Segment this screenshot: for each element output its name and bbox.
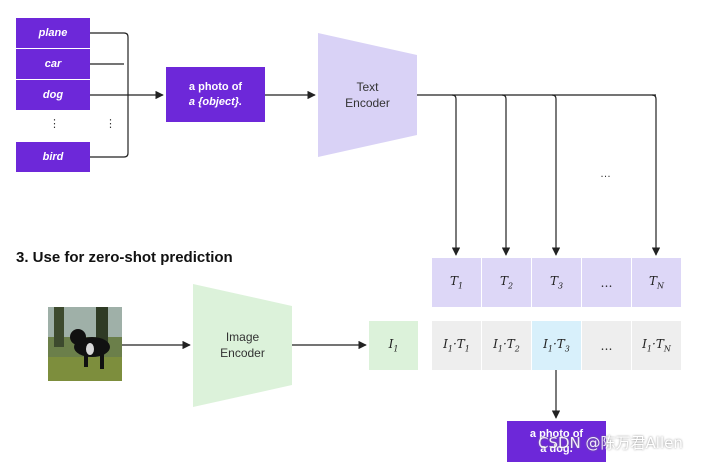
result-line1: a photo of bbox=[529, 427, 584, 440]
prompt-line2: a {object}. bbox=[188, 95, 243, 108]
embedding-I1: I1 bbox=[369, 321, 418, 370]
image-encoder-line1: Image bbox=[225, 330, 260, 344]
text-encoder-line2: Encoder bbox=[345, 96, 390, 110]
similarity-I1TN: I1·TN bbox=[632, 321, 681, 370]
label-ellipsis-right: ⋮ bbox=[105, 118, 116, 130]
embedding-T2: T2 bbox=[482, 258, 531, 307]
image-encoder-shape bbox=[193, 284, 292, 407]
embedding-ellipsis: … bbox=[582, 258, 631, 307]
embedding-T3: T3 bbox=[532, 258, 581, 307]
label-plane: plane bbox=[16, 18, 90, 48]
arrow-to-T1 bbox=[451, 94, 461, 256]
section-heading: 3. Use for zero-shot prediction bbox=[16, 249, 233, 266]
arrow-to-T3 bbox=[551, 94, 561, 256]
image-encoder-label: Image Encoder bbox=[193, 320, 292, 370]
label-ellipsis: ⋮ bbox=[49, 118, 60, 130]
arrow-to-T2 bbox=[501, 94, 511, 256]
text-encoder-shape bbox=[318, 33, 417, 157]
embedding-T1: T1 bbox=[432, 258, 481, 307]
image-encoder-line2: Encoder bbox=[220, 346, 265, 360]
arrow-to-TN bbox=[651, 94, 661, 256]
result-line2: a dog. bbox=[540, 442, 573, 455]
watermark: CSDN @陈万君Allen bbox=[538, 434, 683, 452]
similarity-I1T2: I1·T2 bbox=[482, 321, 531, 370]
text-encoder-label: Text Encoder bbox=[318, 70, 417, 120]
text-encoder-line1: Text bbox=[356, 80, 379, 94]
similarity-ellipsis: … bbox=[582, 321, 631, 370]
embedding-TN: TN bbox=[632, 258, 681, 307]
prompt-template-box: a photo of a {object}. bbox=[166, 67, 265, 122]
label-car: car bbox=[16, 49, 90, 79]
prompt-line1: a photo of bbox=[188, 80, 243, 93]
dog-photo bbox=[48, 307, 122, 381]
result-box: a photo of a dog. bbox=[507, 421, 606, 462]
similarity-I1T1: I1·T1 bbox=[432, 321, 481, 370]
upper-ellipsis: … bbox=[600, 168, 611, 180]
label-bird: bird bbox=[16, 142, 90, 172]
label-dog: dog bbox=[16, 80, 90, 110]
similarity-I1T3-highlight: I1·T3 bbox=[532, 321, 581, 370]
